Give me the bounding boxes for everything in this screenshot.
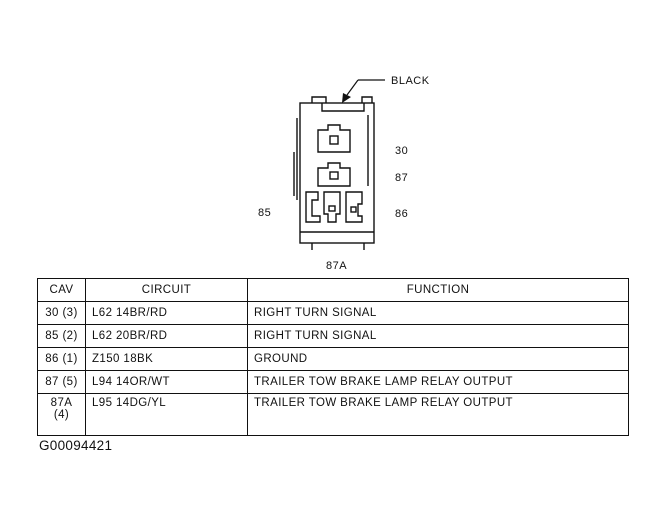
cell-cav: 30 (3) xyxy=(37,301,86,325)
header-function: FUNCTION xyxy=(247,278,629,302)
table-row: 30 (3) L62 14BR/RD RIGHT TURN SIGNAL xyxy=(37,301,629,325)
cell-function: RIGHT TURN SIGNAL xyxy=(247,301,629,325)
cell-circuit: L62 20BR/RD xyxy=(85,324,248,348)
cell-cav: 87 (5) xyxy=(37,370,86,394)
cavity-85 xyxy=(305,191,321,223)
header-cav: CAV xyxy=(37,278,86,302)
cavity-circuit-table: CAV CIRCUIT FUNCTION 30 (3) L62 14BR/RD … xyxy=(37,278,629,436)
figure-id: G00094421 xyxy=(39,438,113,453)
cell-function: TRAILER TOW BRAKE LAMP RELAY OUTPUT xyxy=(247,393,629,436)
terminal-label-87: 87 xyxy=(395,172,408,184)
table-row: 85 (2) L62 20BR/RD RIGHT TURN SIGNAL xyxy=(37,324,629,348)
cell-cav: 85 (2) xyxy=(37,324,86,348)
cell-circuit: L94 14OR/WT xyxy=(85,370,248,394)
terminal-label-85: 85 xyxy=(258,207,271,219)
cell-circuit: L95 14DG/YL xyxy=(85,393,248,436)
table-row: 87 (5) L94 14OR/WT TRAILER TOW BRAKE LAM… xyxy=(37,370,629,394)
terminal-label-87a: 87A xyxy=(326,260,347,272)
cell-cav: 87A (4) xyxy=(37,393,86,436)
cell-function: TRAILER TOW BRAKE LAMP RELAY OUTPUT xyxy=(247,370,629,394)
table-header-row: CAV CIRCUIT FUNCTION xyxy=(37,278,629,302)
table-row: 87A (4) L95 14DG/YL TRAILER TOW BRAKE LA… xyxy=(37,393,629,436)
cavity-30 xyxy=(317,124,351,153)
terminal-label-86: 86 xyxy=(395,208,408,220)
cell-circuit: L62 14BR/RD xyxy=(85,301,248,325)
connector-outline xyxy=(293,96,375,250)
cavity-87a xyxy=(323,191,341,223)
color-label: BLACK xyxy=(391,75,430,87)
terminal-label-30: 30 xyxy=(395,145,408,157)
cell-circuit: Z150 18BK xyxy=(85,347,248,371)
cell-function: RIGHT TURN SIGNAL xyxy=(247,324,629,348)
cavity-86 xyxy=(345,191,363,223)
cavity-87 xyxy=(317,162,351,187)
cell-cav: 86 (1) xyxy=(37,347,86,371)
table-row: 86 (1) Z150 18BK GROUND xyxy=(37,347,629,371)
cell-function: GROUND xyxy=(247,347,629,371)
header-circuit: CIRCUIT xyxy=(85,278,248,302)
color-indicator-arrow xyxy=(342,79,385,103)
relay-connector-diagram: BLACK 30 87 85 86 87A xyxy=(258,75,430,272)
